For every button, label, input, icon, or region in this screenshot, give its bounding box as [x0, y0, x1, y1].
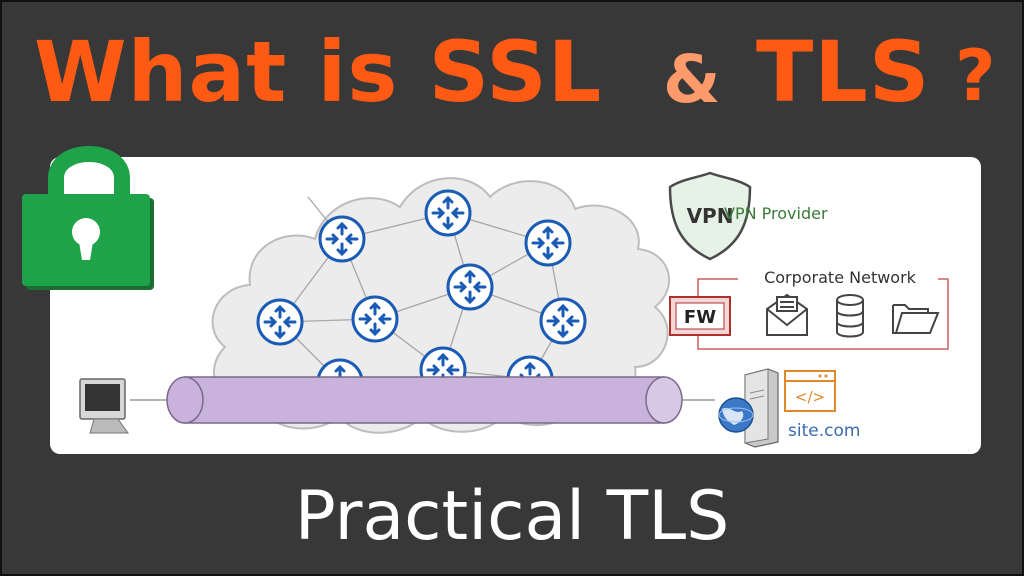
title-question-mark: ? [955, 35, 997, 117]
router-icon [424, 189, 472, 237]
router-icon [524, 219, 572, 267]
title-ampersand: & [663, 41, 722, 118]
folder-icon [892, 304, 940, 334]
vpn-shield-icon: VPN [668, 171, 752, 261]
page-title: What is SSL & TLS ? [0, 22, 1024, 132]
server-icon [744, 368, 779, 448]
title-tls: TLS [756, 23, 931, 121]
router-icon [256, 298, 304, 346]
padlock-icon [22, 146, 154, 290]
vpn-provider-label: VPN Provider [724, 204, 828, 223]
firewall-icon: FW [669, 296, 731, 336]
title-what-is-ssl: What is SSL [34, 23, 603, 121]
site-label: site.com [788, 421, 860, 441]
database-icon [836, 294, 864, 338]
corporate-network-label: Corporate Network [764, 268, 917, 287]
vpn-badge-text: VPN [687, 204, 734, 228]
monitor-icon [79, 378, 129, 434]
mail-icon [766, 293, 808, 336]
router-icon [351, 295, 399, 343]
network-diagram: VPN VPN Provider Corporate Network FW [79, 171, 949, 448]
router-icon [539, 297, 587, 345]
router-icon [318, 215, 366, 263]
code-window-icon: </> [784, 370, 836, 412]
diagram-panel: VPN VPN Provider Corporate Network FW [50, 157, 981, 454]
globe-icon [718, 397, 754, 433]
firewall-label: FW [684, 307, 716, 328]
code-icon-text: </> [795, 388, 825, 406]
router-icon [446, 263, 494, 311]
footer-title: Practical TLS [294, 477, 730, 556]
corporate-network: Corporate Network FW [669, 267, 949, 350]
tls-tunnel [130, 376, 715, 424]
